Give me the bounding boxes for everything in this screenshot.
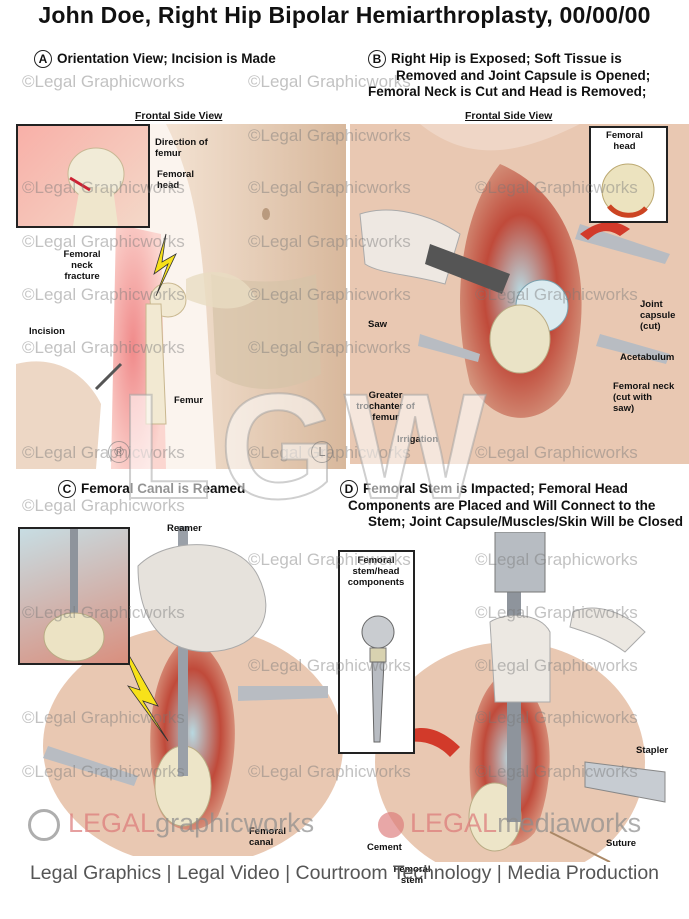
watermark: ©Legal Graphicworks <box>248 762 411 781</box>
watermark: ©Legal Graphicworks <box>475 762 638 781</box>
label-femur: Femur <box>174 395 204 406</box>
panel-d-heading-line-2: Components are Placed and Will Connect t… <box>348 498 656 513</box>
watermark: ©Legal Graphicworks <box>22 496 185 515</box>
panel-c-heading-text: Femoral Canal is Reamed <box>81 481 246 496</box>
panel-d-heading-line-3: Stem; Joint Capsule/Muscles/Skin Will be… <box>368 514 683 529</box>
label-femoral-canal: Femoral canal <box>249 826 286 848</box>
watermark: ©Legal Graphicworks <box>22 603 185 622</box>
panel-b-heading: B Right Hip is Exposed; Soft Tissue is Re… <box>368 50 688 100</box>
panel-d-heading-line-1: Femoral Stem is Impacted; Femoral Head <box>363 481 628 496</box>
watermark: ©Legal Graphicworks <box>248 232 411 251</box>
label-incision: Incision <box>29 326 65 337</box>
watermark: ©Legal Graphicworks <box>248 656 411 675</box>
watermark: ©Legal Graphicworks <box>22 443 185 462</box>
panel-c-letter: C <box>58 480 76 498</box>
logo-right-prefix: LEGAL <box>410 808 498 838</box>
panel-c-inset <box>18 527 130 665</box>
panel-b-heading-line-3: Femoral Neck is Cut and Head is Removed; <box>368 84 647 99</box>
watermark: ©Legal Graphicworks <box>475 708 638 727</box>
panel-a-heading-text: Orientation View; Incision is Made <box>57 51 276 66</box>
watermark: ©Legal Graphicworks <box>22 762 185 781</box>
watermark: ©Legal Graphicworks <box>22 285 185 304</box>
label-cement: Cement <box>367 842 402 853</box>
panel-b-heading-line-2: Removed and Joint Capsule is Opened; <box>396 68 651 83</box>
label-greater-trochanter: Greater trochanter of femur <box>356 390 415 423</box>
lgw-watermark: LGW <box>119 361 494 531</box>
label-femoral-head-a: Femoral head <box>157 169 194 191</box>
panel-a-inset <box>16 124 150 228</box>
watermark: ©Legal Graphicworks <box>22 232 185 251</box>
registered-mark: ® <box>108 441 130 463</box>
label-saw: Saw <box>368 319 388 330</box>
watermark: ©Legal Graphicworks <box>248 550 411 569</box>
watermark: ©Legal Graphicworks <box>22 72 185 91</box>
watermark: ©Legal Graphicworks <box>248 178 411 197</box>
panel-b-inset <box>589 126 668 223</box>
watermark: ©Legal Graphicworks <box>22 178 185 197</box>
panel-a-view-label: Frontal Side View <box>135 110 223 122</box>
logo-left-suffix: graphicworks <box>155 808 315 838</box>
watermark: ©Legal Graphicworks <box>475 603 638 622</box>
label-femoral-neck-fracture: Femoral neck fracture <box>63 249 101 282</box>
label-stem-head-components: Femoral stem/head components <box>347 555 405 588</box>
legal-mediaworks-logo: LEGALmediaworks <box>378 808 641 839</box>
lgw-circle-mark: L <box>311 441 333 463</box>
label-reamer: Reamer <box>167 523 202 534</box>
legal-graphicworks-logo: LEGALgraphicworks <box>28 808 314 841</box>
label-joint-capsule: Joint capsule (cut) <box>640 299 676 332</box>
page-title: John Doe, Right Hip Bipolar Hemiarthropl… <box>38 2 651 28</box>
watermark: ©Legal Graphicworks <box>248 338 411 357</box>
watermark: ©Legal Graphicworks <box>475 656 638 675</box>
panel-b-view-label: Frontal Side View <box>465 110 553 122</box>
footer-tagline: Legal Graphics | Legal Video | Courtroom… <box>29 862 660 884</box>
panel-a-illustration <box>16 124 346 469</box>
panel-a-letter: A <box>34 50 52 68</box>
watermark: ©Legal Graphicworks <box>475 443 638 462</box>
label-stapler: Stapler <box>636 745 669 756</box>
panel-b-letter: B <box>368 50 386 68</box>
label-direction-of-femur: Direction of femur <box>155 137 208 159</box>
panel-d-inset <box>338 550 415 754</box>
watermark: ©Legal Graphicworks <box>475 285 638 304</box>
label-femoral-stem: Femoral stem <box>393 864 431 886</box>
watermark: ©Legal Graphicworks <box>475 550 638 569</box>
watermark: ©Legal Graphicworks <box>248 126 411 145</box>
watermark: ©Legal Graphicworks <box>22 708 185 727</box>
label-irrigation: Irrigation <box>397 434 439 445</box>
label-acetabulum: Acetabulum <box>620 352 675 363</box>
label-suture: Suture <box>606 838 637 849</box>
watermark: ©Legal Graphicworks <box>248 285 411 304</box>
panel-c-heading: C Femoral Canal is Reamed <box>58 480 245 498</box>
label-femoral-neck-cut: Femoral neck (cut with saw) <box>613 381 675 414</box>
watermark: ©Legal Graphicworks <box>22 338 185 357</box>
logo-right-suffix: mediaworks <box>497 808 642 838</box>
play-icon <box>378 811 404 838</box>
watermark: ©Legal Graphicworks <box>475 178 638 197</box>
logo-left-prefix: LEGAL <box>68 808 156 838</box>
panel-a-heading: A Orientation View; Incision is Made <box>34 50 276 68</box>
watermark: ©Legal Graphicworks <box>248 72 411 91</box>
magnifier-icon <box>28 808 60 841</box>
panel-b-heading-line-1: Right Hip is Exposed; Soft Tissue is <box>391 51 622 66</box>
label-femoral-head-b: Femoral head <box>606 130 643 152</box>
